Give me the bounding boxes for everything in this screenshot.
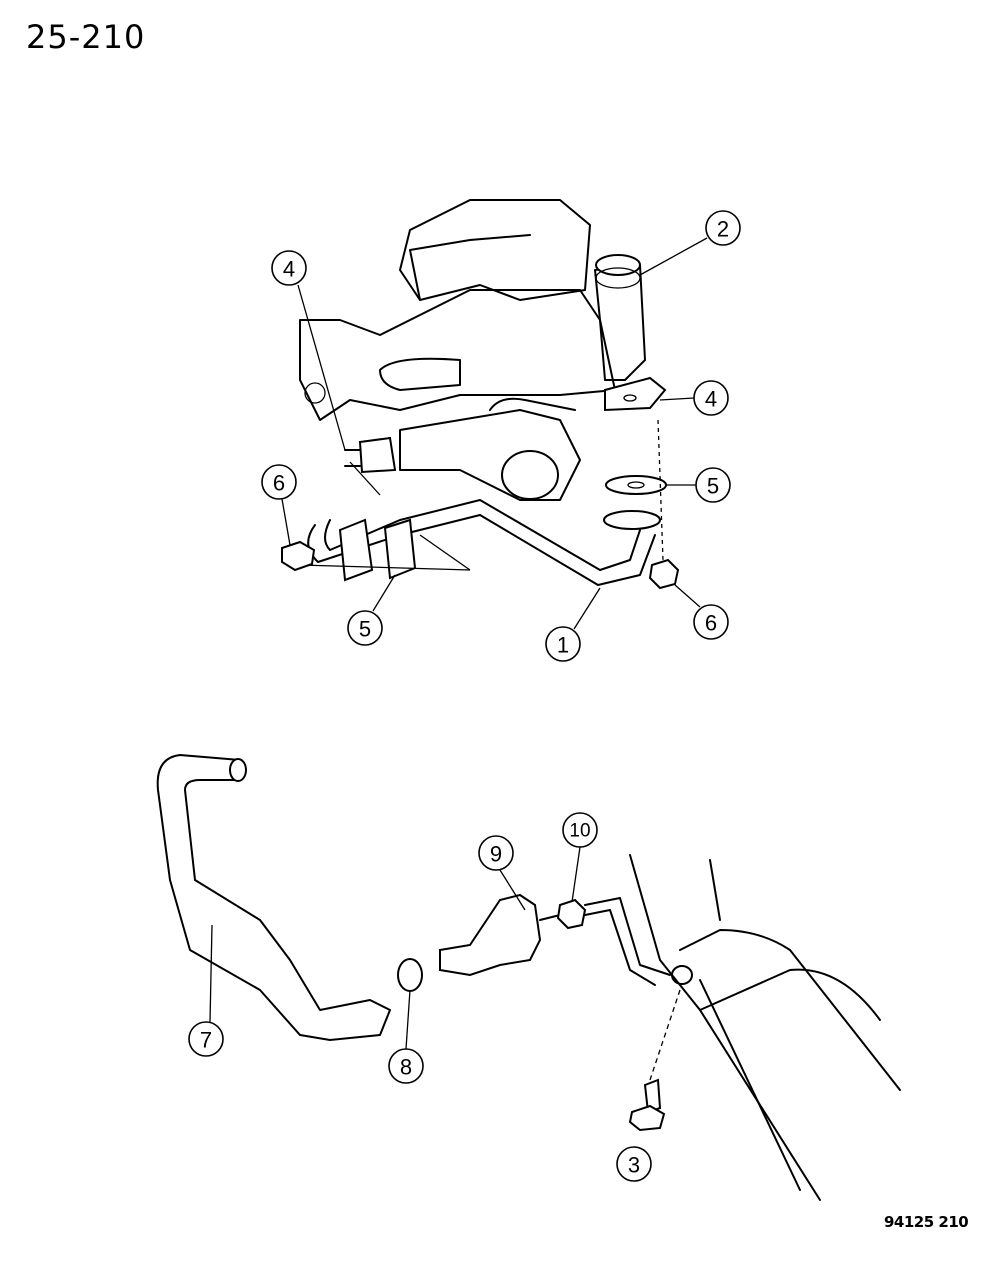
callout-5-right: 5 — [695, 467, 731, 503]
callout-3: 3 — [616, 1146, 652, 1182]
figure-number: 94125 210 — [884, 1213, 969, 1231]
callout-6-left: 6 — [261, 464, 297, 500]
engine-manifold-drawing — [281, 199, 680, 590]
svg-text:6: 6 — [273, 471, 285, 496]
callout-4-right: 4 — [693, 380, 729, 416]
callout-2: 2 — [705, 210, 741, 246]
leader-lines — [209, 237, 708, 1050]
callout-9: 9 — [478, 835, 514, 871]
svg-text:2: 2 — [717, 217, 729, 242]
callout-5-left: 5 — [347, 610, 383, 646]
callout-8: 8 — [388, 1048, 424, 1084]
callout-1: 1 — [545, 626, 581, 662]
svg-text:5: 5 — [707, 474, 719, 499]
page-number: 25-210 — [26, 18, 146, 56]
svg-text:5: 5 — [359, 617, 371, 642]
svg-text:1: 1 — [557, 633, 569, 658]
callout-10: 10 — [562, 812, 598, 848]
hose-valve-drawing — [156, 754, 901, 1201]
callout-4-left: 4 — [271, 250, 307, 286]
callout-6-right: 6 — [693, 604, 729, 640]
svg-text:3: 3 — [628, 1153, 640, 1178]
svg-text:4: 4 — [283, 257, 295, 282]
svg-text:8: 8 — [400, 1055, 412, 1080]
svg-text:4: 4 — [705, 387, 717, 412]
svg-text:7: 7 — [200, 1028, 212, 1053]
svg-text:9: 9 — [490, 842, 502, 867]
callout-7: 7 — [188, 1021, 224, 1057]
svg-text:10: 10 — [569, 821, 590, 842]
svg-text:6: 6 — [705, 611, 717, 636]
